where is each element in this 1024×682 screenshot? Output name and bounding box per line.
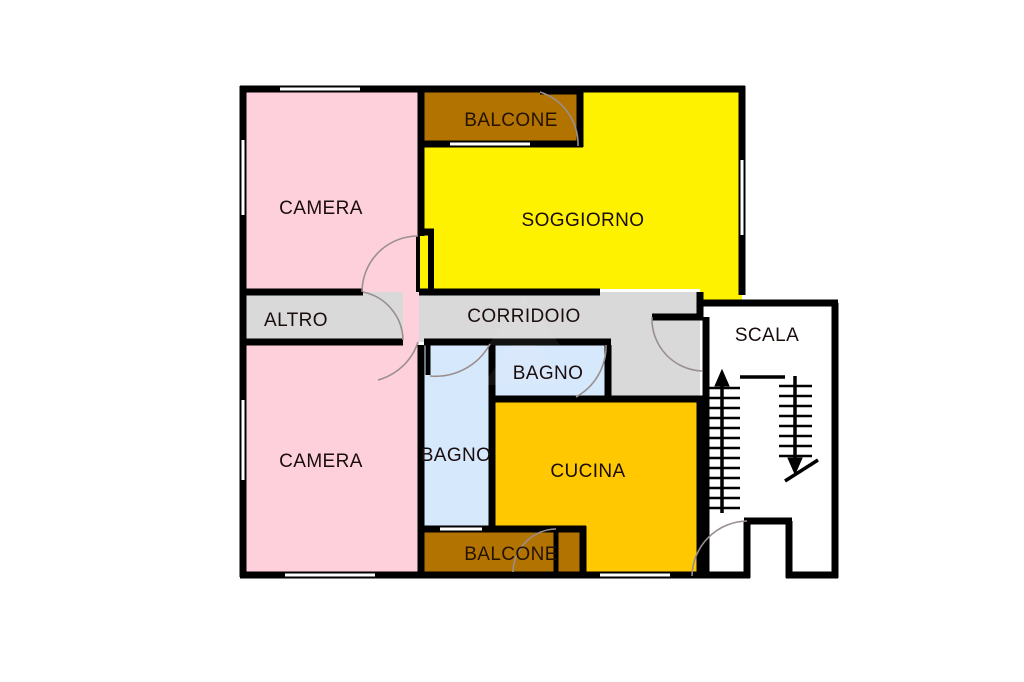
watermark-chevron-1 bbox=[488, 295, 560, 345]
room-fill-camera-bottom bbox=[243, 342, 419, 575]
label-scala: SCALA bbox=[735, 325, 799, 346]
room-fill-bagno-small bbox=[492, 342, 611, 402]
stair-down bbox=[779, 376, 819, 483]
label-balcone-top: BALCONE bbox=[464, 110, 558, 131]
door-arc-balcone-bottom bbox=[512, 528, 557, 573]
label-soggiorno: SOGGIORNO bbox=[522, 210, 645, 231]
stair-up bbox=[705, 368, 740, 513]
door-arc-balcone-top bbox=[539, 91, 579, 147]
door-arc-bagno-small bbox=[575, 344, 607, 398]
stair-down-treads bbox=[779, 384, 812, 458]
stair-break-line bbox=[784, 458, 819, 483]
stair-up-treads bbox=[705, 386, 740, 510]
room-fill-bagno-large bbox=[424, 342, 492, 529]
label-balcone-bottom: BALCONE bbox=[464, 544, 558, 565]
room-fills bbox=[243, 89, 835, 575]
room-fill-cucina bbox=[492, 402, 700, 575]
room-fill-altro bbox=[243, 292, 403, 342]
label-altro: ALTRO bbox=[264, 310, 328, 331]
room-fill-soggiorno bbox=[419, 89, 742, 292]
label-camera-top: CAMERA bbox=[279, 198, 363, 219]
watermark bbox=[482, 295, 566, 385]
stairs-group bbox=[705, 368, 819, 513]
watermark-chevron-2 bbox=[482, 330, 566, 385]
door-arc-scala-vestibule bbox=[691, 520, 748, 577]
door-arc-scala-entrance bbox=[651, 316, 703, 372]
door-arc-camera-top bbox=[361, 235, 419, 293]
room-fill-camera-top-door-strip bbox=[403, 292, 419, 342]
room-fill-camera-top bbox=[243, 89, 434, 292]
room-fill-corridoio bbox=[243, 292, 700, 399]
room-labels: CAMERA CAMERA SOGGIORNO CORRIDOIO ALTRO … bbox=[264, 110, 799, 565]
label-cucina: CUCINA bbox=[550, 461, 625, 482]
door-arcs bbox=[361, 91, 748, 577]
door-arc-altro bbox=[362, 291, 404, 341]
label-bagno-large: BAGNO bbox=[421, 445, 492, 466]
label-corridoio: CORRIDOIO bbox=[467, 306, 580, 327]
stair-up-arrowhead bbox=[714, 368, 730, 387]
window-marks bbox=[241, 87, 744, 577]
label-camera-bottom: CAMERA bbox=[279, 451, 363, 472]
stair-down-arrowhead bbox=[787, 457, 803, 476]
label-bagno-small: BAGNO bbox=[513, 363, 584, 384]
door-arc-camera-bottom bbox=[377, 341, 419, 381]
door-arc-bagno-large bbox=[429, 343, 491, 378]
